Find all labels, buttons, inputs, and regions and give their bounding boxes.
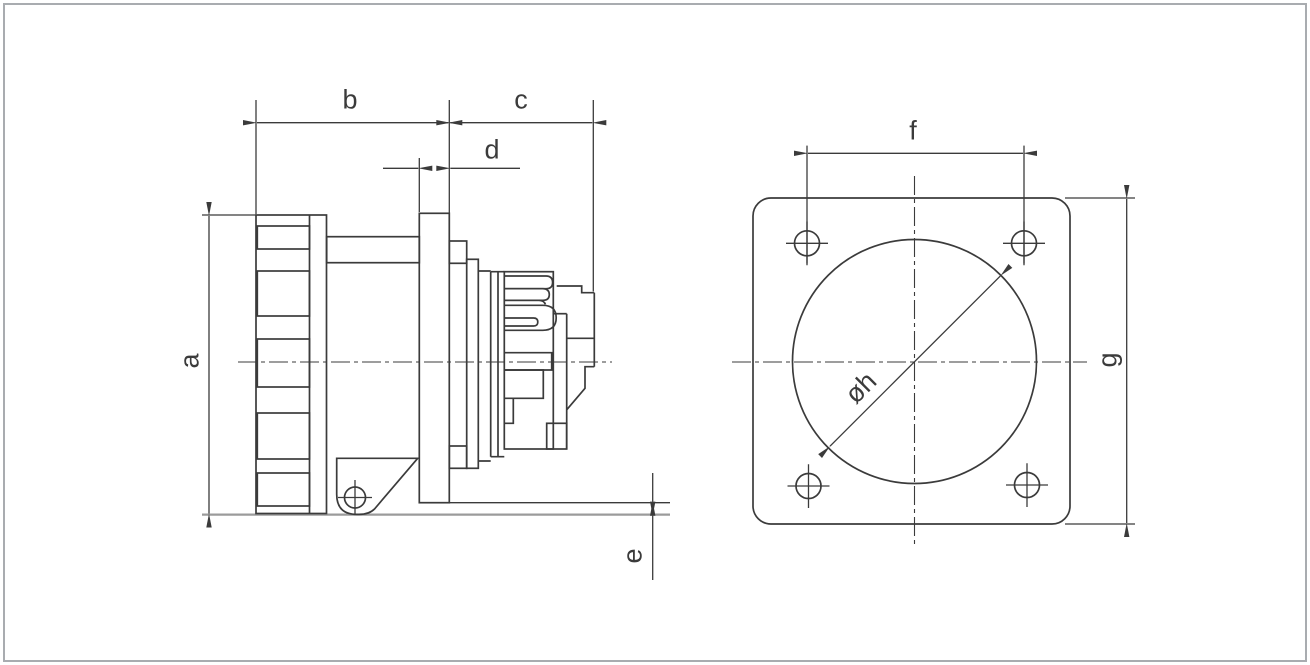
front-view-drawing bbox=[732, 145, 1135, 547]
mounting-lug bbox=[335, 457, 420, 516]
dim-label-b: b bbox=[342, 84, 358, 115]
dim-h-line bbox=[818, 263, 1013, 459]
shell-circle bbox=[791, 238, 1038, 485]
dim-label-a: a bbox=[174, 353, 205, 369]
flange-plate bbox=[752, 197, 1071, 525]
dim-label-e: e bbox=[617, 548, 648, 564]
terminal-contacts bbox=[504, 275, 558, 332]
coupling-nut bbox=[255, 214, 328, 515]
side-extension-lines bbox=[202, 100, 670, 504]
dim-label-f: f bbox=[909, 115, 917, 146]
front-extension-lines bbox=[806, 145, 1135, 525]
insert-body bbox=[503, 270, 555, 450]
dim-label-g: g bbox=[1092, 352, 1123, 368]
dim-label-d: d bbox=[484, 134, 500, 165]
rear-foot bbox=[545, 422, 568, 450]
side-view-drawing bbox=[202, 100, 670, 580]
mounting-flange bbox=[418, 212, 468, 504]
mounting-holes bbox=[786, 221, 1048, 508]
dim-label-c: c bbox=[514, 84, 528, 115]
rear-shell bbox=[465, 258, 596, 470]
shell-barrel bbox=[325, 235, 421, 264]
rear-block bbox=[553, 285, 596, 449]
